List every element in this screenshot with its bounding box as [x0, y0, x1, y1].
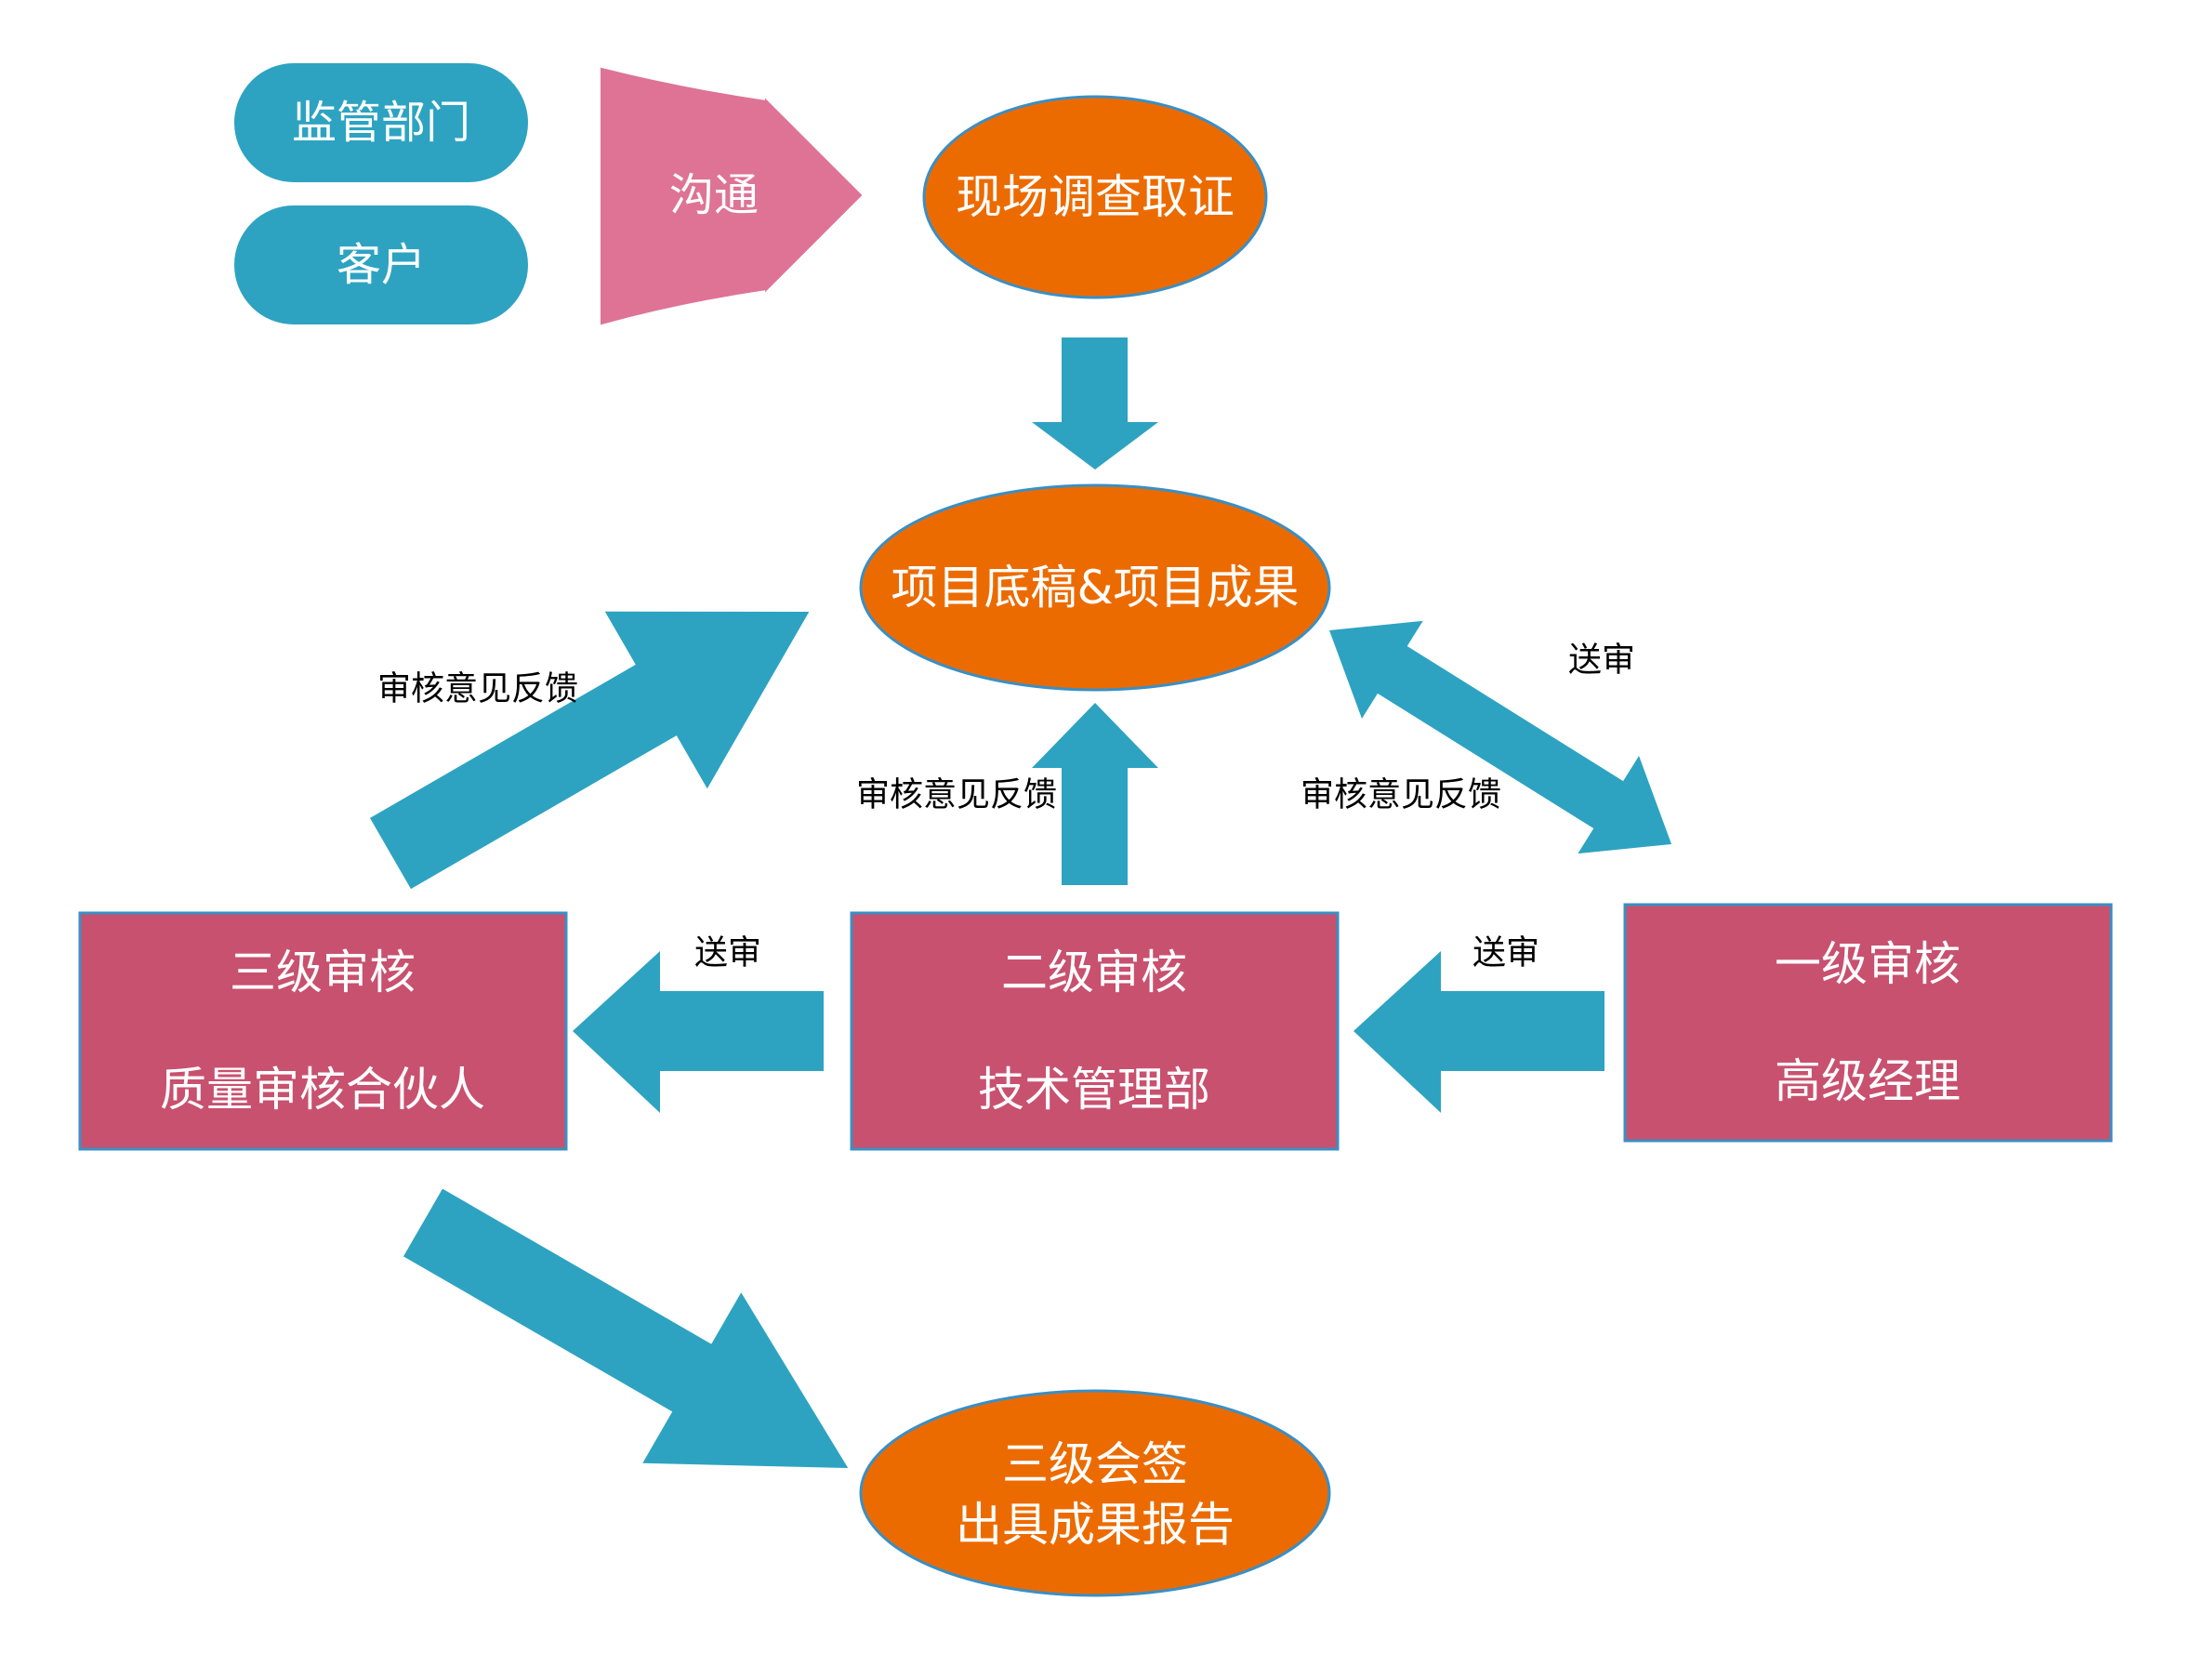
- submit-label-top-right: 送审: [1568, 642, 1635, 680]
- final-report-line1: 三级会签: [1002, 1437, 1188, 1491]
- regulator-label: 监管部门: [292, 97, 470, 149]
- double-arrow-right: [1329, 620, 1672, 854]
- submit-label-right: 送审: [1472, 934, 1539, 972]
- project-draft-label: 项目底稿&项目成果: [891, 561, 1300, 615]
- site-investigation-node: 现场调查取证: [922, 95, 1268, 299]
- project-draft-node: 项目底稿&项目成果: [859, 483, 1331, 692]
- level1-review-box: 一级审核 高级经理: [1623, 903, 2113, 1143]
- level1-role: 高级经理: [1775, 1054, 1961, 1108]
- level2-title: 二级审核: [1001, 946, 1187, 999]
- feedback-label-left: 审核意见反馈: [377, 670, 578, 708]
- level2-role: 技术管理部: [978, 1063, 1210, 1117]
- final-report-line2: 出具成果报告: [956, 1498, 1235, 1552]
- feedback-label-center: 审核意见反馈: [856, 776, 1057, 814]
- site-investigation-label: 现场调查取证: [956, 170, 1235, 224]
- final-report-node: 三级会签 出具成果报告: [859, 1389, 1331, 1597]
- feedback-label-right: 审核意见反馈: [1301, 776, 1501, 814]
- feedback-arrow-left: [370, 611, 810, 890]
- submit-arrow-left: [573, 951, 824, 1113]
- client-label: 客户: [337, 239, 426, 291]
- submit-label-left: 送审: [694, 934, 761, 972]
- final-report-arrow: [403, 1188, 849, 1468]
- regulator-node: 监管部门: [234, 63, 528, 182]
- feedback-arrow-center: [1032, 703, 1158, 885]
- level2-review-box: 二级审核 技术管理部: [850, 911, 1340, 1151]
- communicate-arrow: 沟通: [601, 67, 863, 325]
- level3-review-box: 三级审核 质量审核合伙人: [78, 911, 568, 1151]
- down-arrow: [1032, 337, 1158, 470]
- level3-role: 质量审核合伙人: [160, 1063, 485, 1117]
- level1-title: 一级审核: [1775, 937, 1961, 991]
- submit-arrow-right: [1353, 951, 1604, 1113]
- communicate-label: 沟通: [669, 169, 759, 221]
- level3-title: 三级审核: [230, 946, 416, 999]
- client-node: 客户: [234, 205, 528, 324]
